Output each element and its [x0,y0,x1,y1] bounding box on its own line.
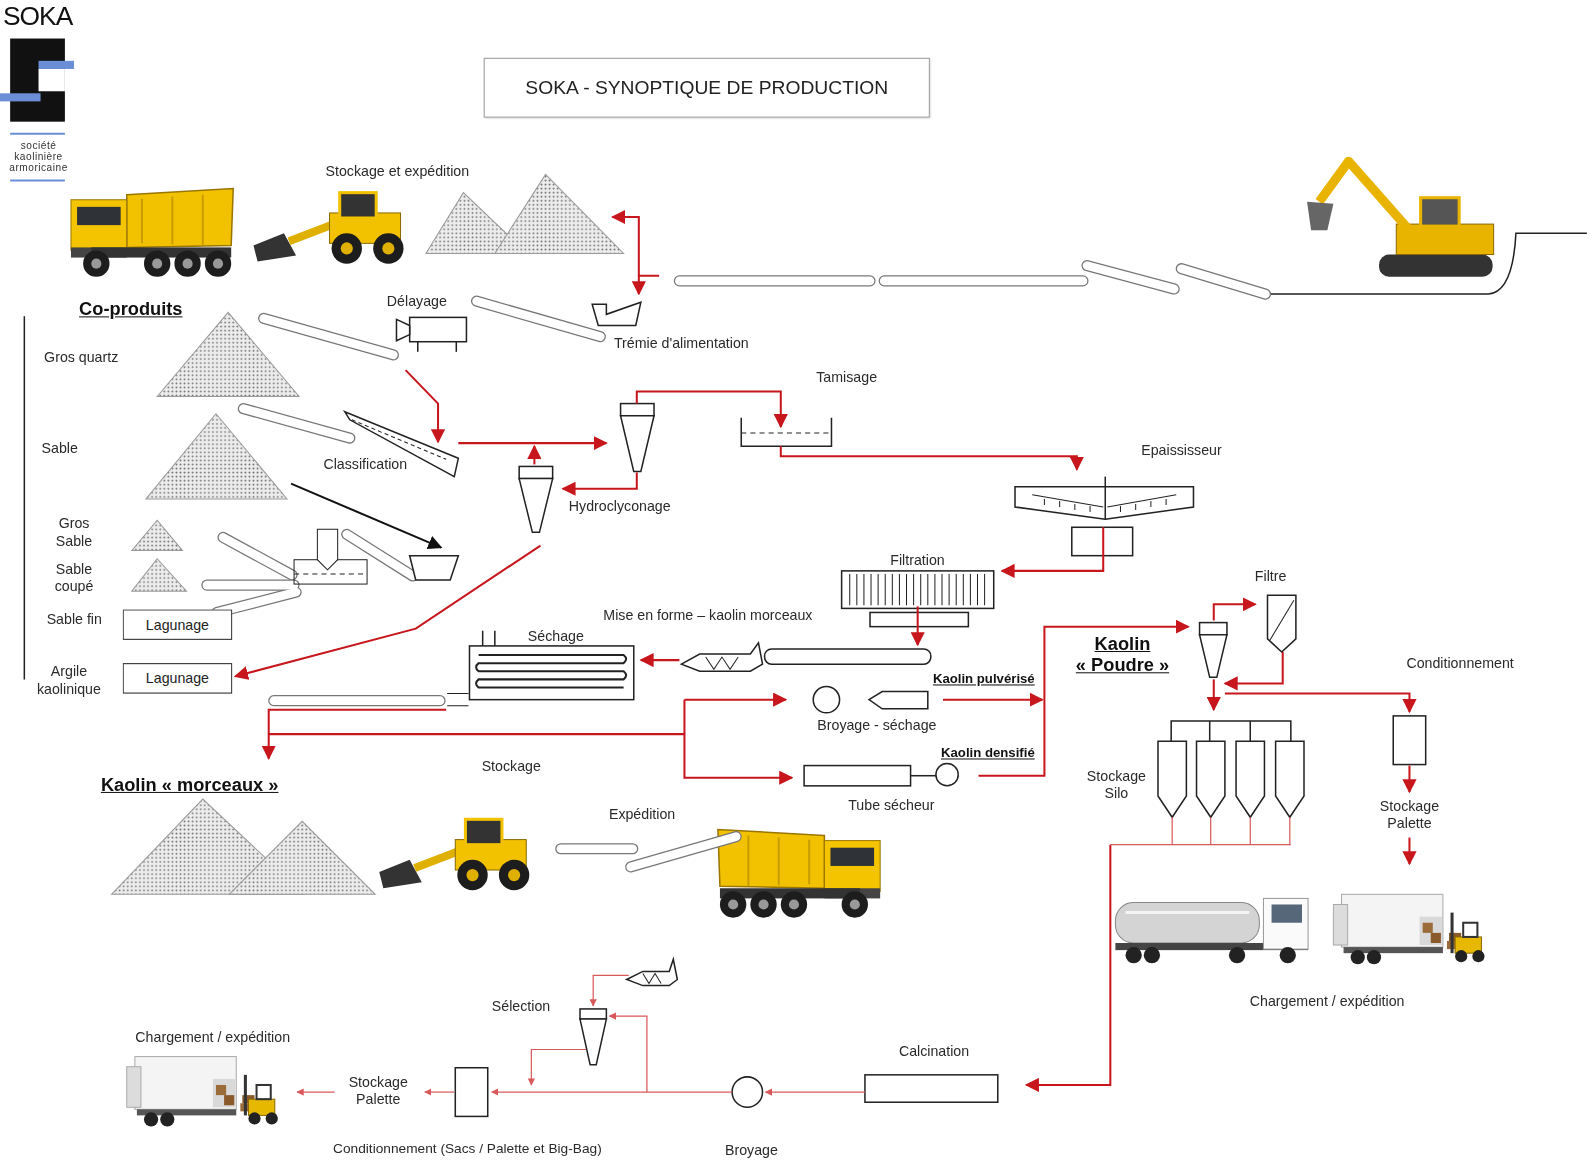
lagoon-box: Lagunage [123,663,233,693]
product-heading: Co-produits [79,299,182,320]
logo-text: société kaolinière armoricaine [9,140,68,173]
product-heading: Kaolin « Poudre » [1062,634,1184,677]
step-label: Conditionnement [1406,655,1513,672]
node-text: Lagunage [146,670,209,686]
step-label: Argile kaolinique [32,663,105,697]
step-label: Epaississeur [1141,442,1221,459]
step-label: Délayage [387,293,447,310]
product-heading: Kaolin pulvérisé [933,671,1035,687]
logo-text: SOKA [3,2,72,31]
step-label: Broyage - séchage [817,717,936,734]
step-label: Séchage [528,628,584,645]
step-label: Tube sécheur [848,797,934,814]
product-heading: Kaolin « morceaux » [101,775,279,796]
title-text: SOKA - SYNOPTIQUE DE PRODUCTION [525,77,888,99]
node-text: Lagunage [146,617,209,633]
step-label: Conditionnement (Sacs / Palette et Big-B… [333,1141,602,1158]
step-label: Expédition [609,806,675,823]
step-label: Chargement / expédition [1250,993,1405,1010]
product-heading: Kaolin densifié [941,745,1035,761]
step-label: Hydroclyconage [569,498,671,515]
title-box: SOKA - SYNOPTIQUE DE PRODUCTION [484,58,930,118]
step-label: Sélection [492,998,550,1015]
step-label: Filtre [1255,568,1287,585]
step-label: Trémie d'alimentation [614,335,749,352]
step-label: Gros quartz [44,349,118,366]
step-label: Stockage [482,757,541,774]
step-label: Gros Sable [51,515,98,549]
step-label: Sable [42,440,78,457]
lagoon-box: Lagunage [123,609,233,639]
step-label: Calcination [899,1042,969,1059]
step-label: Mise en forme – kaolin morceaux [603,606,812,623]
step-label: Classification [323,456,407,473]
step-label: Chargement / expédition [135,1029,290,1046]
step-label: Broyage [725,1142,778,1159]
step-label: Sable coupé [51,561,98,595]
step-label: Stockage Silo [1084,768,1149,802]
step-label: Filtration [890,552,944,569]
step-label: Tamisage [816,369,877,386]
step-label: Sable fin [47,610,102,627]
step-label: Stockage Palette [1377,798,1442,832]
step-label: Stockage et expédition [325,163,469,180]
step-label: Stockage Palette [346,1074,411,1108]
